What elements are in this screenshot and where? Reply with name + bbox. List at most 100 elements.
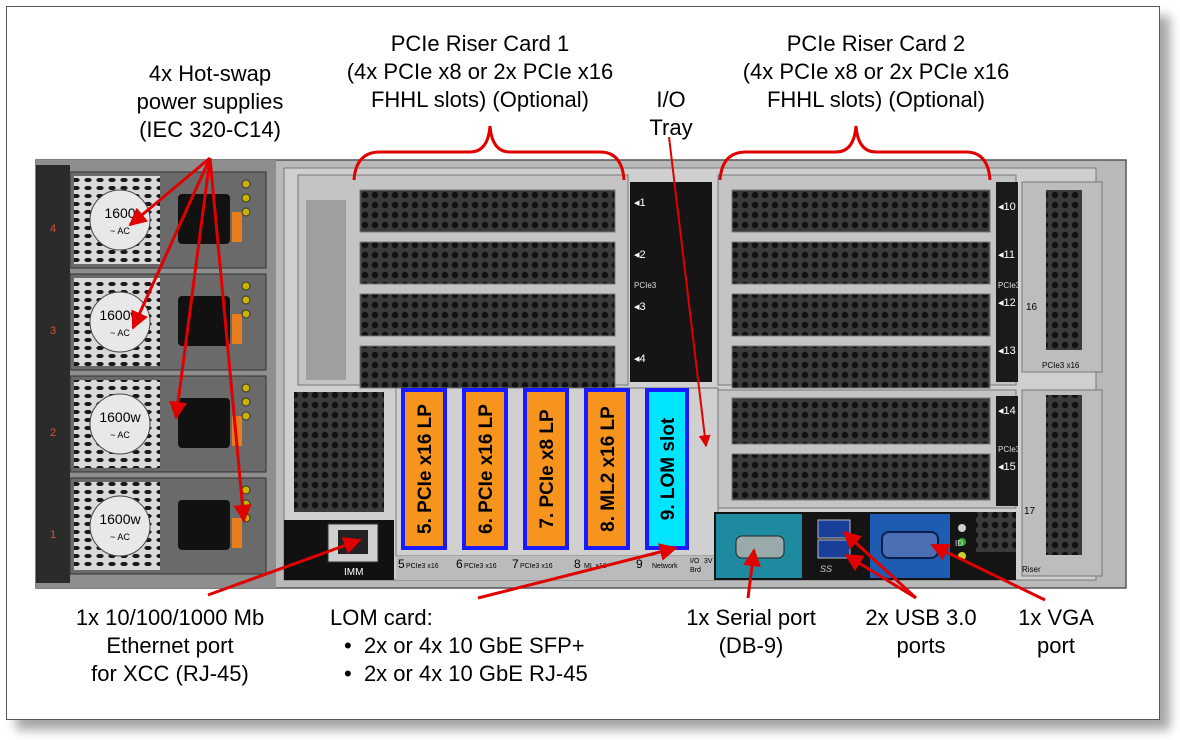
bottom-slot-label: PCIe3 x16 (464, 563, 497, 570)
psu-number: 3 (50, 325, 56, 337)
ethernet-callout-line3: for XCC (RJ-45) (91, 661, 249, 686)
psu-status-led (241, 207, 251, 217)
lp-slot (588, 392, 626, 546)
slot-number: ◂11 (998, 249, 1015, 261)
vga-callout-line2: port (1037, 633, 1075, 658)
psu-power-inlet (178, 398, 230, 448)
usb-port-1 (817, 519, 851, 539)
riser2-callout-line2: (4x PCIe x8 or 2x PCIe x16 (742, 59, 1010, 84)
bottom-slot-label: 5 (398, 557, 405, 571)
riser1-callout: PCIe Riser Card 1 (4x PCIe x8 or 2x PCIe… (300, 30, 660, 114)
lp-slot (405, 392, 443, 546)
voltage-label: 3V (704, 558, 713, 565)
psu-ac-label: ~ AC (110, 226, 130, 236)
serial-callout: 1x Serial port (DB-9) (666, 604, 836, 660)
id-led-label: ID (955, 539, 963, 548)
status-led-power (958, 524, 966, 532)
io-brd-label-2: Brd (690, 567, 701, 574)
riser1-slots (359, 189, 616, 389)
usb-port-2 (817, 539, 851, 559)
psu-ac-label: ~ AC (110, 532, 130, 542)
bottom-slot-label: 9 (636, 557, 643, 571)
lom-callout-title: LOM card: (330, 605, 433, 630)
psu-callout-line3: (IEC 320-C14) (139, 117, 281, 142)
io-brd-label-1: I/O (690, 558, 700, 565)
psu-status-led (241, 397, 251, 407)
io-tray-callout: I/O Tray (636, 86, 706, 142)
right-bay-lower-vent (1046, 395, 1082, 555)
psu-number: 2 (50, 427, 56, 439)
slot-vent (359, 345, 616, 389)
lom-callout-item-text: 2x or 4x 10 GbE RJ-45 (363, 661, 588, 686)
slot-number: ◂3 (634, 301, 646, 313)
riser1-bracket (630, 182, 712, 382)
psu-ac-label: ~ AC (110, 430, 130, 440)
psu-fan-label (89, 495, 151, 557)
lp-slot-border (462, 388, 508, 550)
psu-ac-label: ~ AC (110, 328, 130, 338)
riser1-callout-line1: PCIe Riser Card 1 (390, 31, 570, 56)
psu-release-tab (232, 518, 242, 548)
riser1-callout-line2: (4x PCIe x8 or 2x PCIe x16 (346, 59, 614, 84)
slot-number: ◂10 (998, 201, 1016, 213)
io-tray-callout-line2: Tray (649, 115, 693, 140)
right-bay-upper-vent (1046, 190, 1082, 350)
psu-callout: 4x Hot-swap power supplies (IEC 320-C14) (100, 60, 320, 144)
lp-slot-label: 9. LOM slot (658, 417, 679, 520)
bottom-slot-label: 6 (456, 557, 463, 571)
slot-vent (359, 189, 616, 233)
slot-number: ◂4 (634, 353, 646, 365)
riser2-callout: PCIe Riser Card 2 (4x PCIe x8 or 2x PCIe… (696, 30, 1056, 114)
slot-vent (731, 241, 991, 285)
bottom-slot-label: PCIe3 x16 (520, 563, 553, 570)
riser2-tag: PCIe3 (998, 281, 1021, 290)
psu-watt-label: 1600w (99, 409, 141, 425)
lom-callout: LOM card: • 2x or 4x 10 GbE SFP+ • 2x or… (330, 604, 588, 688)
slot-vent (731, 453, 991, 501)
riser2-lower-bracket (996, 396, 1018, 506)
psu-callout-line1: 4x Hot-swap (148, 61, 272, 86)
slot-number: ◂1 (634, 197, 646, 209)
slot-vent (731, 345, 991, 389)
psu-fan-label (89, 291, 151, 353)
riser2-lower-slots (731, 397, 991, 501)
psu-status-led (241, 281, 251, 291)
psu-watt-label: 1600w (99, 511, 141, 527)
lp-slot-border (584, 388, 630, 550)
slot-number: ◂14 (998, 405, 1016, 417)
lp-slot-label: 5. PCIe x16 LP (415, 404, 436, 534)
psu-release-tab (232, 212, 242, 242)
psu-status-led (241, 179, 251, 189)
ethernet-callout-line1: 1x 10/100/1000 Mb (75, 605, 265, 630)
slot-number: ◂12 (998, 297, 1016, 309)
lom-callout-item: • 2x or 4x 10 GbE SFP+ (344, 633, 585, 658)
riser1-callout-line3: FHHL slots) (Optional) (370, 87, 589, 112)
riser2-bottom-tag: PCIe3 x16 (1042, 361, 1080, 370)
bay-number-17: 17 (1024, 506, 1036, 517)
psu-status-led (241, 295, 251, 305)
riser2-callout-line3: FHHL slots) (Optional) (766, 87, 985, 112)
riser1-brace (352, 125, 626, 181)
imm-label: IMM (344, 567, 363, 578)
bottom-slot-label: PCIe3 x16 (406, 563, 439, 570)
psu-callout-line2: power supplies (136, 89, 284, 114)
usb-callout-line2: ports (896, 633, 946, 658)
riser2-slots (731, 189, 991, 389)
riser2-slot-numbers: ◂10◂11◂12◂13 (998, 201, 1016, 357)
lp-slot-label: 8. ML2 x16 LP (598, 406, 619, 532)
riser1-slot-numbers: ◂1◂2◂3◂4 (634, 197, 646, 365)
serial-callout-line2: (DB-9) (718, 633, 784, 658)
lom-callout-item-text: 2x or 4x 10 GbE SFP+ (363, 633, 585, 658)
psu-watt-label: 1600w (99, 307, 141, 323)
psu-watt-label: 1600 (104, 205, 135, 221)
lp-slot-label: 7. PCIe x8 LP (537, 409, 558, 529)
lp-slot-label: 6. PCIe x16 LP (476, 404, 497, 534)
psu-fan-label (89, 189, 151, 251)
bay-number-16: 16 (1026, 302, 1038, 313)
psu-status-led (241, 383, 251, 393)
bottom-slot-label: 8 (574, 557, 581, 571)
riser1-left-vent (306, 200, 346, 380)
ethernet-callout-line2: Ethernet port (106, 633, 234, 658)
slot-vent (731, 293, 991, 337)
